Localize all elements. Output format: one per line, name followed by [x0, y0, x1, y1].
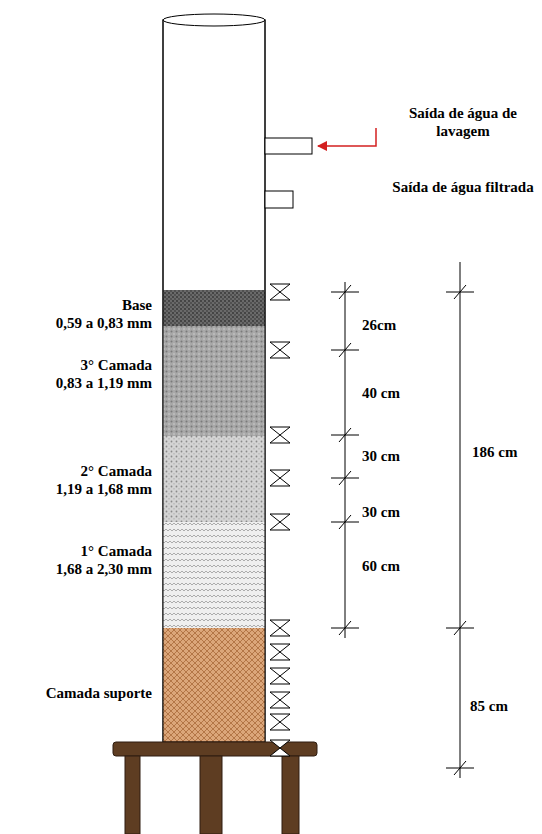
dimension-tick: [446, 285, 474, 299]
layer-name: 1° Camada: [81, 542, 152, 560]
layer-name: 3° Camada: [81, 356, 152, 374]
dimension-label: 30 cm: [362, 503, 400, 521]
grain-size: 0,59 a 0,83 mm: [56, 314, 152, 332]
dimension-label: 26cm: [362, 316, 396, 334]
grain-size: 0,83 a 1,19 mm: [56, 374, 152, 392]
dimension-label: 40 cm: [362, 384, 400, 402]
valve-symbol: [270, 692, 290, 708]
valve-symbol: [270, 470, 290, 486]
layer-name: Base: [122, 296, 152, 314]
valve-symbol: [270, 668, 290, 684]
dimension-tick: [331, 471, 359, 485]
dimension-tick: [331, 428, 359, 442]
valve-symbol: [270, 427, 290, 443]
valve-symbol: [270, 620, 290, 636]
valve-symbol: [270, 284, 290, 300]
outlet-label: Saída de água de lavagem: [390, 104, 536, 140]
grain-size: 1,68 a 2,30 mm: [56, 560, 152, 578]
grain-size: 1,19 a 1,68 mm: [56, 480, 152, 498]
dimension-tick: [331, 515, 359, 529]
dimension-label: 186 cm: [472, 443, 517, 461]
dimension-label: 85 cm: [470, 697, 508, 715]
valve-symbol: [270, 740, 290, 756]
dimension-tick: [331, 621, 359, 635]
valve-symbol: [270, 514, 290, 530]
dimension-tick: [331, 285, 359, 299]
valve-symbol: [270, 644, 290, 660]
outlet-label: Saída de água filtrada: [390, 178, 536, 196]
dimension-label: 60 cm: [362, 557, 400, 575]
valve-symbol: [270, 342, 290, 358]
dimension-label: 30 cm: [362, 447, 400, 465]
layer-name: Camada suporte: [46, 684, 152, 702]
dimension-tick: [331, 343, 359, 357]
layer-name: 2° Camada: [81, 462, 152, 480]
dimension-tick: [446, 621, 474, 635]
valve-symbol: [270, 714, 290, 730]
dimension-tick: [446, 761, 474, 775]
